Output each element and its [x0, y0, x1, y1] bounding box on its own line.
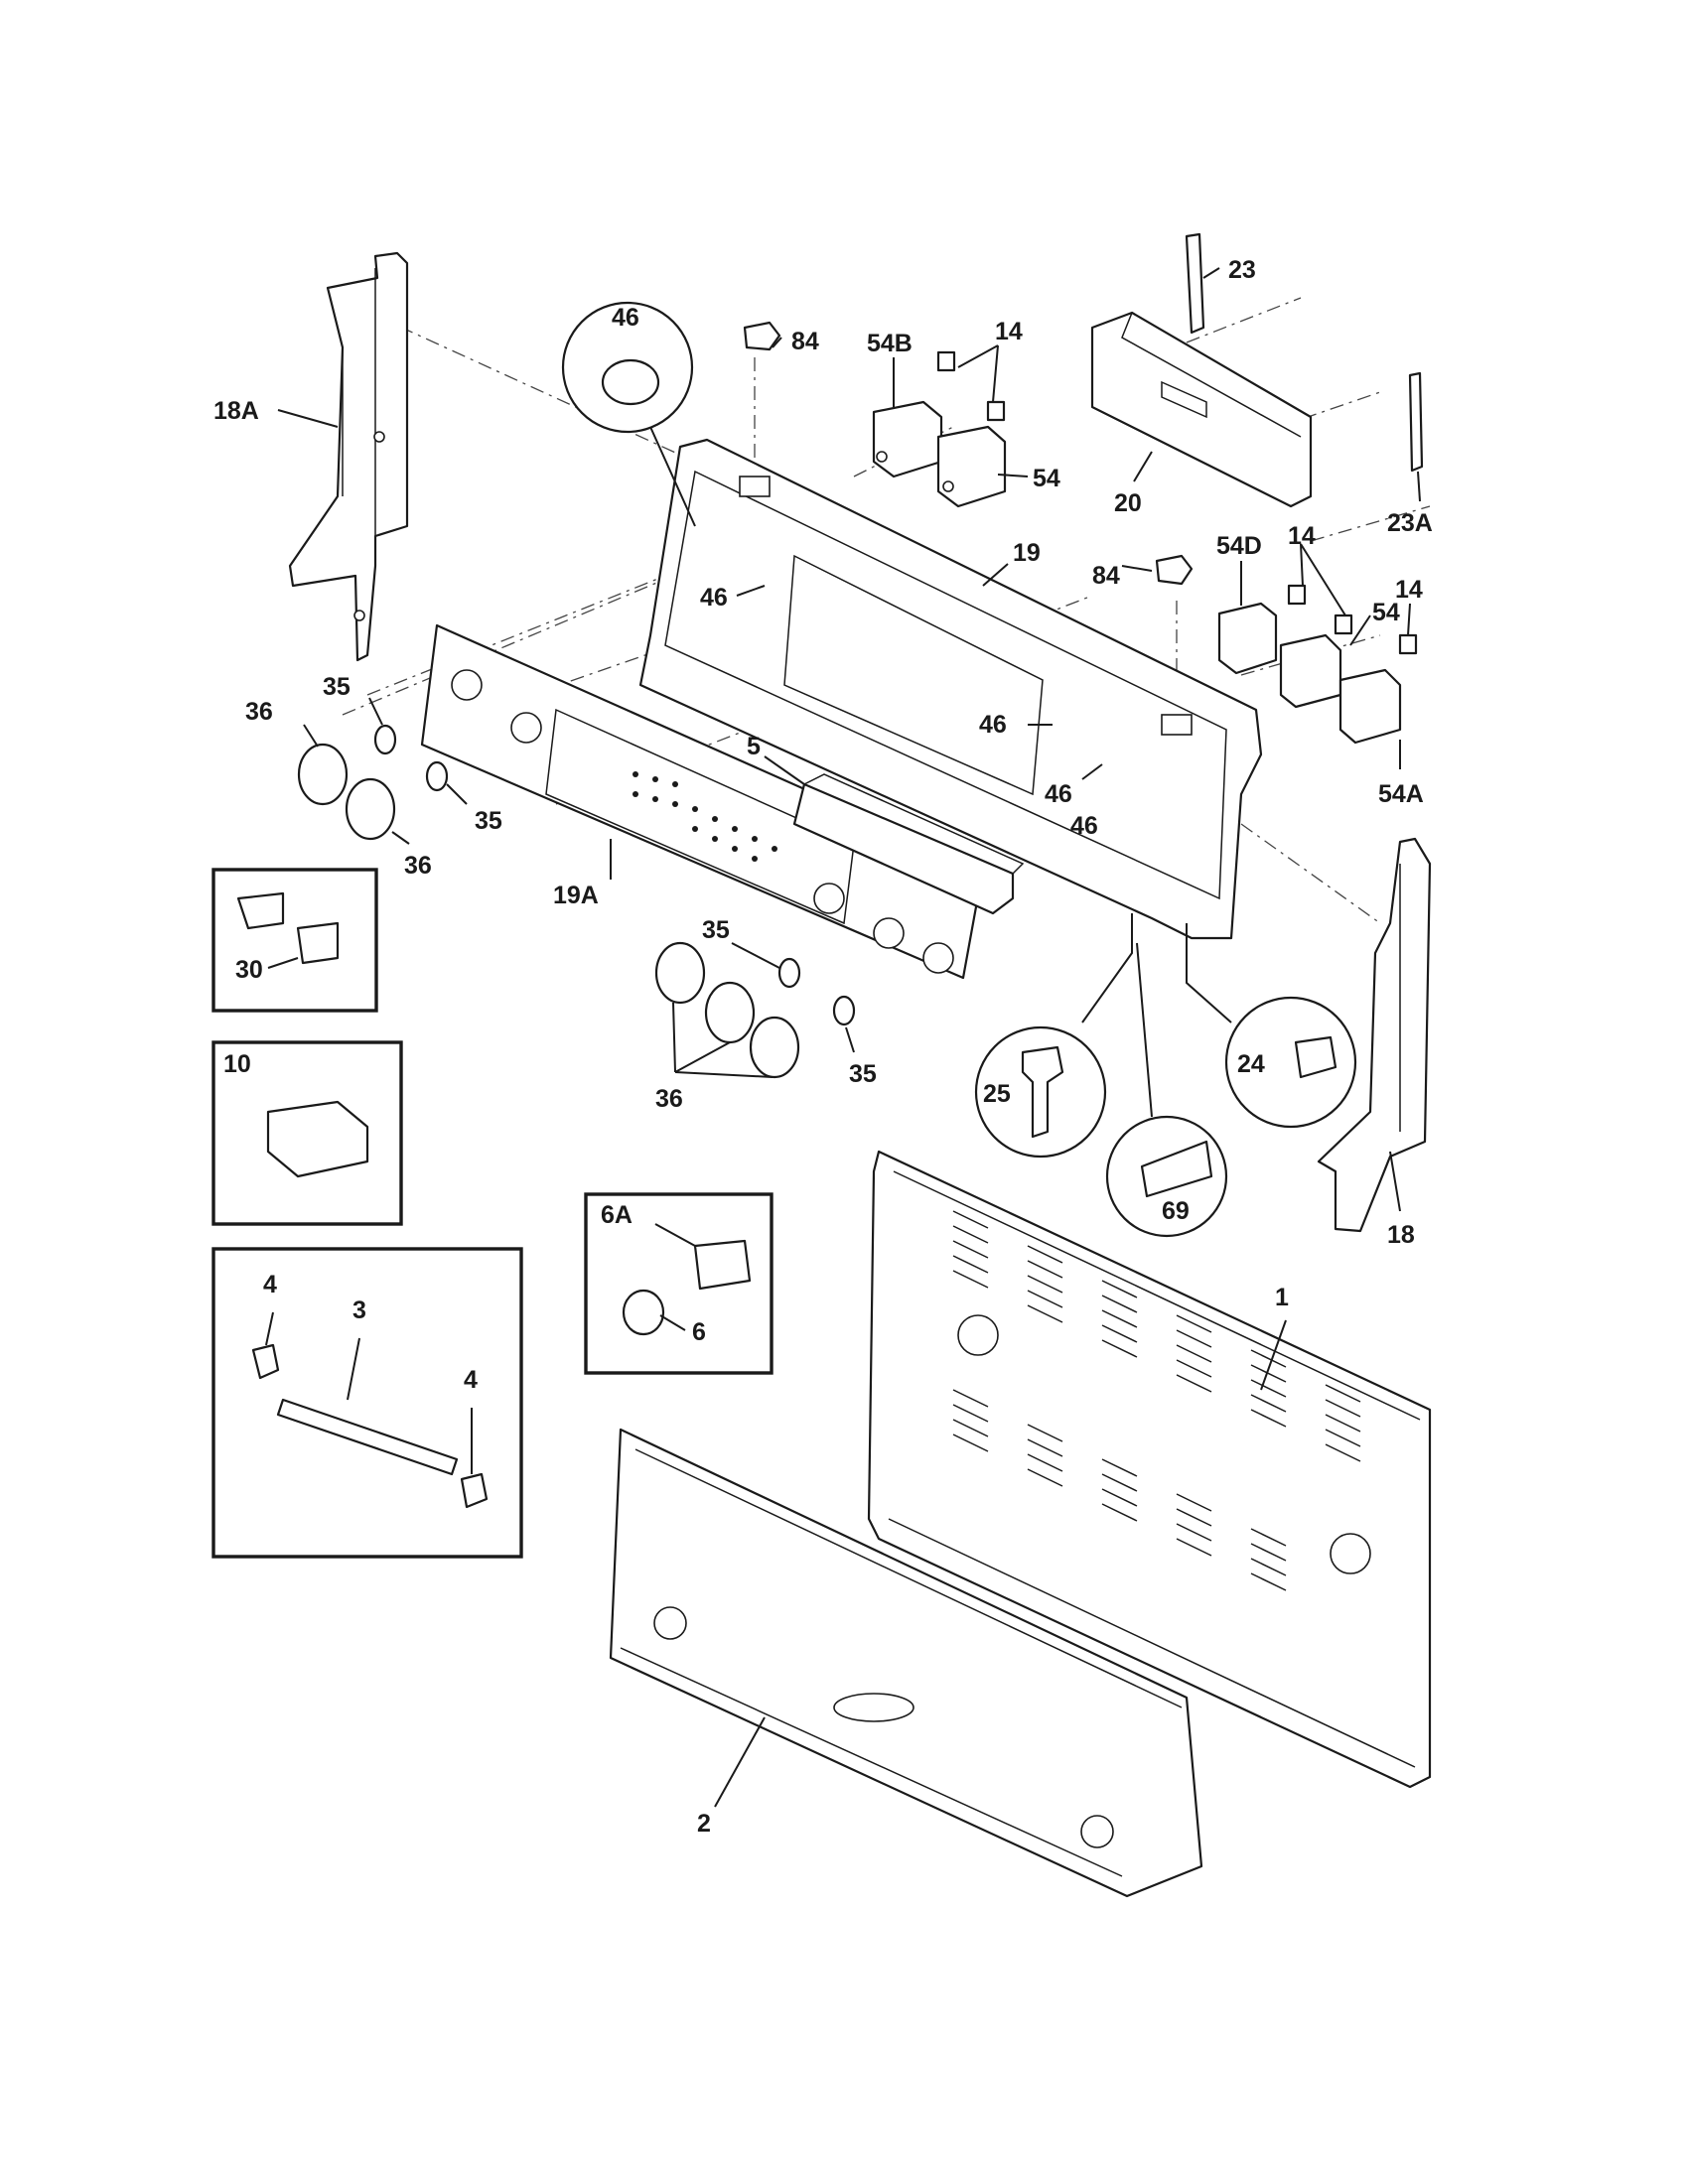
label-14-upper: 14 [995, 318, 1023, 345]
switch-54A [1338, 668, 1402, 745]
callout-25 [974, 1025, 1107, 1159]
label-18: 18 [1387, 1221, 1415, 1249]
clip-84b [1155, 554, 1194, 586]
label-3: 3 [352, 1297, 366, 1324]
callout-24 [1224, 996, 1357, 1129]
label-46-lower-b: 46 [1070, 812, 1098, 840]
label-46-callout: 46 [612, 304, 639, 332]
label-35-upper-right: 35 [475, 807, 502, 835]
inset-box-3-4 [211, 1247, 523, 1559]
control-board-20 [1090, 311, 1313, 508]
label-leaders [265, 267, 1421, 1808]
label-1: 1 [1275, 1284, 1289, 1311]
label-36-lower: 36 [655, 1085, 683, 1113]
label-84-lower: 84 [1092, 562, 1120, 590]
part-labels: 18A 46 84 54B 14 54 23 20 23A 19 46 84 5… [213, 256, 1433, 1838]
rear-panel-1 [867, 1150, 1432, 1789]
label-35-upper-left: 35 [323, 673, 351, 701]
label-4-right: 4 [464, 1366, 478, 1394]
label-10: 10 [223, 1050, 251, 1078]
overlay-panel-19A [420, 623, 985, 980]
label-5: 5 [747, 733, 761, 760]
switch-54B [872, 400, 943, 478]
label-30: 30 [235, 956, 263, 984]
terminals-14 [936, 350, 1418, 655]
label-54-lower: 54 [1372, 599, 1400, 626]
knobs-36 [297, 743, 800, 1079]
switch-54-lower [1279, 633, 1342, 709]
label-69: 69 [1162, 1197, 1190, 1225]
bezels-35 [373, 724, 856, 1026]
label-19A: 19A [553, 882, 599, 909]
label-54D: 54D [1216, 532, 1262, 560]
backguard-panel-19 [638, 438, 1263, 940]
label-4-left: 4 [263, 1271, 277, 1298]
label-54A: 54A [1378, 780, 1424, 808]
label-23: 23 [1228, 256, 1256, 284]
label-18A: 18A [213, 397, 259, 425]
label-46-lower-a: 46 [1045, 780, 1072, 808]
inset-box-10 [211, 1040, 403, 1226]
clip-84a [743, 321, 781, 351]
bracket-5 [792, 773, 1025, 915]
label-6: 6 [692, 1318, 706, 1346]
label-14-middle: 14 [1288, 522, 1316, 550]
label-46-middle: 46 [979, 711, 1007, 739]
callout-69 [1105, 1115, 1228, 1238]
label-84-upper: 84 [791, 328, 819, 355]
label-54B: 54B [867, 330, 913, 357]
side-bracket-18A [288, 251, 409, 662]
lower-panel-2 [609, 1428, 1203, 1898]
label-25: 25 [983, 1080, 1011, 1108]
bracket-23A [1408, 371, 1424, 473]
label-20: 20 [1114, 489, 1142, 517]
switch-54-upper [936, 425, 1007, 508]
label-24: 24 [1237, 1050, 1265, 1078]
callout-leaders [1081, 913, 1232, 1118]
label-2: 2 [697, 1810, 711, 1838]
label-19: 19 [1013, 539, 1041, 567]
callout-46 [561, 301, 696, 527]
label-46-upper: 46 [700, 584, 728, 612]
label-35-lower-left: 35 [702, 916, 730, 944]
label-54-upper: 54 [1033, 465, 1060, 492]
label-35-lower-right: 35 [849, 1060, 877, 1088]
inset-box-30 [211, 868, 378, 1013]
bracket-23 [1185, 232, 1205, 335]
switch-54D [1217, 602, 1278, 675]
label-36-upper-right: 36 [404, 852, 432, 880]
side-bracket-18 [1317, 837, 1432, 1233]
label-36-upper-left: 36 [245, 698, 273, 726]
label-14-right: 14 [1395, 576, 1423, 604]
inset-box-6-6A [584, 1192, 774, 1375]
label-23A: 23A [1387, 509, 1433, 537]
label-6A: 6A [601, 1201, 633, 1229]
